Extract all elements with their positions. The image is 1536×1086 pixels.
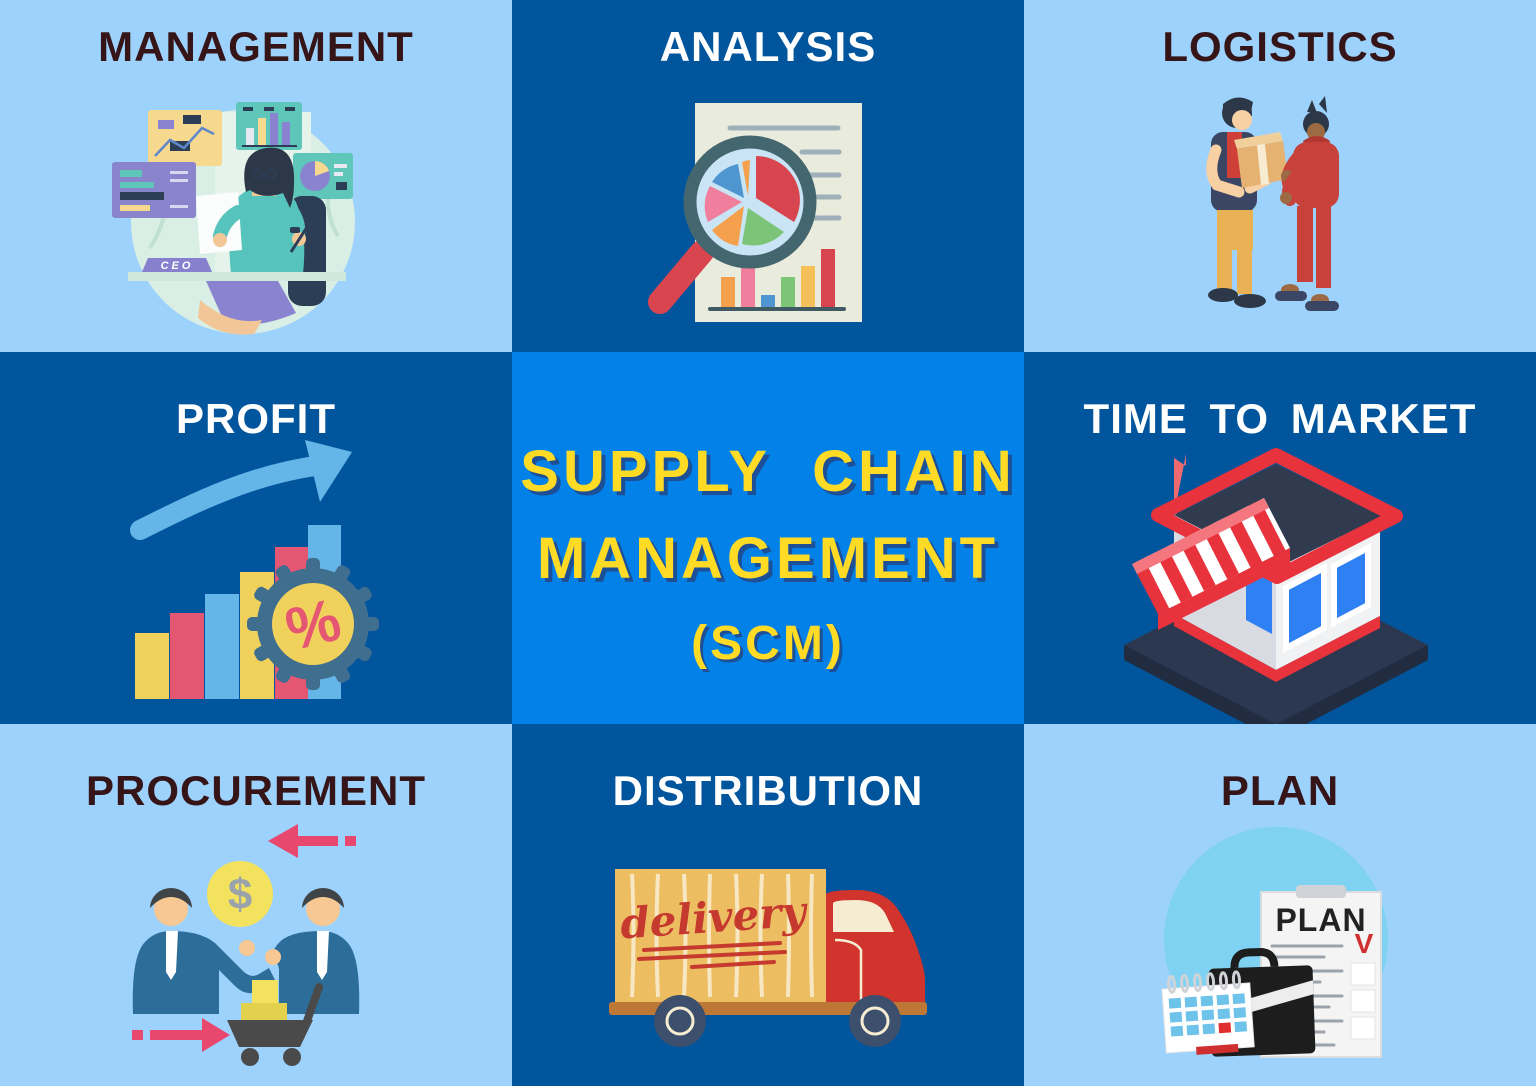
logistics-title: LOGISTICS: [1162, 23, 1398, 70]
scm-title-line1: SUPPLY CHAIN: [520, 439, 1016, 504]
clipboard-title: PLAN: [1275, 902, 1366, 938]
cell-distribution: DISTRIBUTION delivery: [512, 724, 1024, 1086]
clipboard-icon: PLAN V: [1260, 885, 1382, 1058]
calendar-icon: [1161, 970, 1255, 1055]
clipboard-checkmark: V: [1355, 928, 1374, 959]
profit-illustration: %: [130, 440, 379, 699]
percent-badge-icon: %: [247, 558, 379, 690]
calendar-spiral: [1167, 970, 1242, 994]
mini-bar-chart: [708, 249, 846, 311]
coin-icon: $: [207, 861, 273, 927]
distribution-title: DISTRIBUTION: [612, 767, 924, 814]
plan-title: PLAN: [1220, 767, 1340, 814]
management-illustration: CEO: [112, 102, 355, 335]
cell-center-title: SUPPLY CHAIN MANAGEMENT (SCM): [512, 352, 1024, 724]
calendar-cells: [1168, 993, 1248, 1037]
cargo-streaks: [630, 873, 814, 998]
truck-icon: delivery: [609, 869, 927, 1047]
recipient-person: [1275, 96, 1339, 311]
growth-arrow-icon: [130, 440, 352, 540]
cart-icon: [227, 980, 323, 1066]
store-icon: [1124, 448, 1428, 724]
procurement-illustration: $: [132, 824, 360, 1066]
exchange-arrow-top-icon: [268, 824, 356, 858]
delivery-truck-illustration: delivery: [609, 869, 927, 1047]
cell-analysis: ANALYSIS: [512, 0, 1024, 352]
dollar-glyph: $: [228, 870, 252, 919]
cell-time-to-market: TIME TO MARKET: [1024, 352, 1536, 724]
flowchart-card-icon: [148, 110, 222, 166]
courier-person: [1206, 97, 1288, 308]
logistics-illustration: [1206, 96, 1339, 311]
delivery-underline: [637, 941, 787, 969]
ceo-nameplate-label: CEO: [161, 260, 194, 272]
plan-illustration: PLAN V: [1161, 827, 1388, 1058]
cell-logistics: LOGISTICS: [1024, 0, 1536, 352]
cell-profit: PROFIT: [0, 352, 512, 724]
procurement-title: PROCUREMENT: [85, 767, 426, 814]
cell-management: MANAGEMENT: [0, 0, 512, 352]
pie-chart-card-icon: [293, 153, 353, 199]
profit-title: PROFIT: [176, 395, 336, 442]
bar-chart-card-icon: [236, 102, 302, 150]
seller-person: [265, 888, 360, 1014]
ceo-nameplate: CEO: [142, 258, 212, 272]
analysis-illustration: [648, 103, 862, 322]
scm-title-line3: (SCM): [691, 617, 845, 670]
analysis-title: ANALYSIS: [659, 23, 877, 70]
buyer-person: [132, 888, 275, 1014]
storefront-illustration: [1124, 448, 1428, 724]
magnifier-icon: [648, 135, 817, 314]
scm-title-line2: MANAGEMENT: [536, 526, 1000, 591]
scm-title-block: SUPPLY CHAIN MANAGEMENT (SCM): [512, 352, 1024, 671]
cell-plan: PLAN PLAN V: [1024, 724, 1536, 1086]
management-title: MANAGEMENT: [98, 23, 414, 70]
exchange-arrow-bottom-icon: [132, 1018, 230, 1052]
cell-procurement: PROCUREMENT $: [0, 724, 512, 1086]
time-to-market-title: TIME TO MARKET: [1083, 395, 1477, 442]
list-panel-icon: [112, 162, 196, 218]
pie-in-lens: [704, 156, 800, 246]
